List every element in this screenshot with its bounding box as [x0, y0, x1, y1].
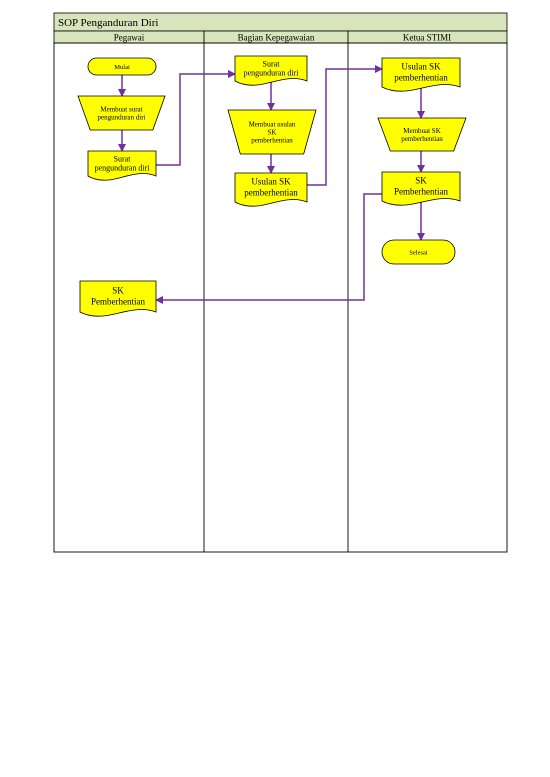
manual-operation-shape — [377, 117, 467, 152]
node-label: Mulai — [114, 64, 130, 71]
node-label: pemberhentian — [401, 135, 443, 143]
node-label: pengunduran diri — [97, 113, 145, 121]
lane-header-kepegawaian: Bagian Kepegawaian — [238, 33, 315, 43]
node-label: SK — [415, 176, 427, 186]
connectors — [118, 65, 425, 304]
node-label: Pemberhentian — [394, 187, 448, 197]
node-mulai: Mulai — [87, 57, 157, 76]
swimlane-frame — [53, 42, 508, 553]
node-selesai: Selesai — [381, 239, 456, 265]
document-shape — [234, 172, 308, 207]
node-label: Membuat usulan — [249, 120, 296, 128]
document-shape — [79, 280, 157, 317]
arrow-surat-pegawai-to-surat-kepegawaian — [156, 70, 236, 166]
diagram-title: SOP Penganduran Diri — [58, 17, 158, 29]
node-label: pemberhentian — [394, 73, 448, 83]
manual-operation-shape — [227, 109, 317, 155]
node-label: Membuat surat — [100, 105, 142, 113]
document-shape — [381, 171, 461, 206]
arrow-usulan-sk-kepegawaian-to-usulan-sk-ketua — [307, 65, 383, 186]
terminator-shape — [381, 239, 456, 265]
node-label: Membuat SK — [403, 127, 441, 135]
node-label: Pemberhentian — [91, 297, 145, 307]
node-label: pemberhentian — [244, 188, 298, 198]
lane-header-pegawai: Pegawai — [114, 33, 145, 43]
node-label: pengunduran diri — [95, 163, 151, 172]
node-label: SK — [268, 128, 277, 136]
document-shape — [234, 55, 308, 86]
node-label: Surat — [263, 59, 281, 68]
arrow-sk-ketua-to-sk-pegawai — [155, 193, 382, 304]
document-shape — [381, 57, 461, 92]
node-label: Selesai — [409, 249, 428, 256]
lane-header-ketua: Ketua STIMI — [403, 33, 451, 43]
node-label: Usulan SK — [401, 62, 441, 72]
node-label: pengunduran diri — [244, 68, 300, 77]
manual-operation-shape — [77, 95, 166, 131]
terminator-shape — [87, 57, 157, 76]
node-label: SK — [112, 286, 124, 296]
node-label: Usulan SK — [251, 177, 291, 187]
node-label: Surat — [114, 154, 132, 163]
document-shape — [87, 150, 157, 181]
node-label: pemberhentian — [251, 136, 293, 144]
